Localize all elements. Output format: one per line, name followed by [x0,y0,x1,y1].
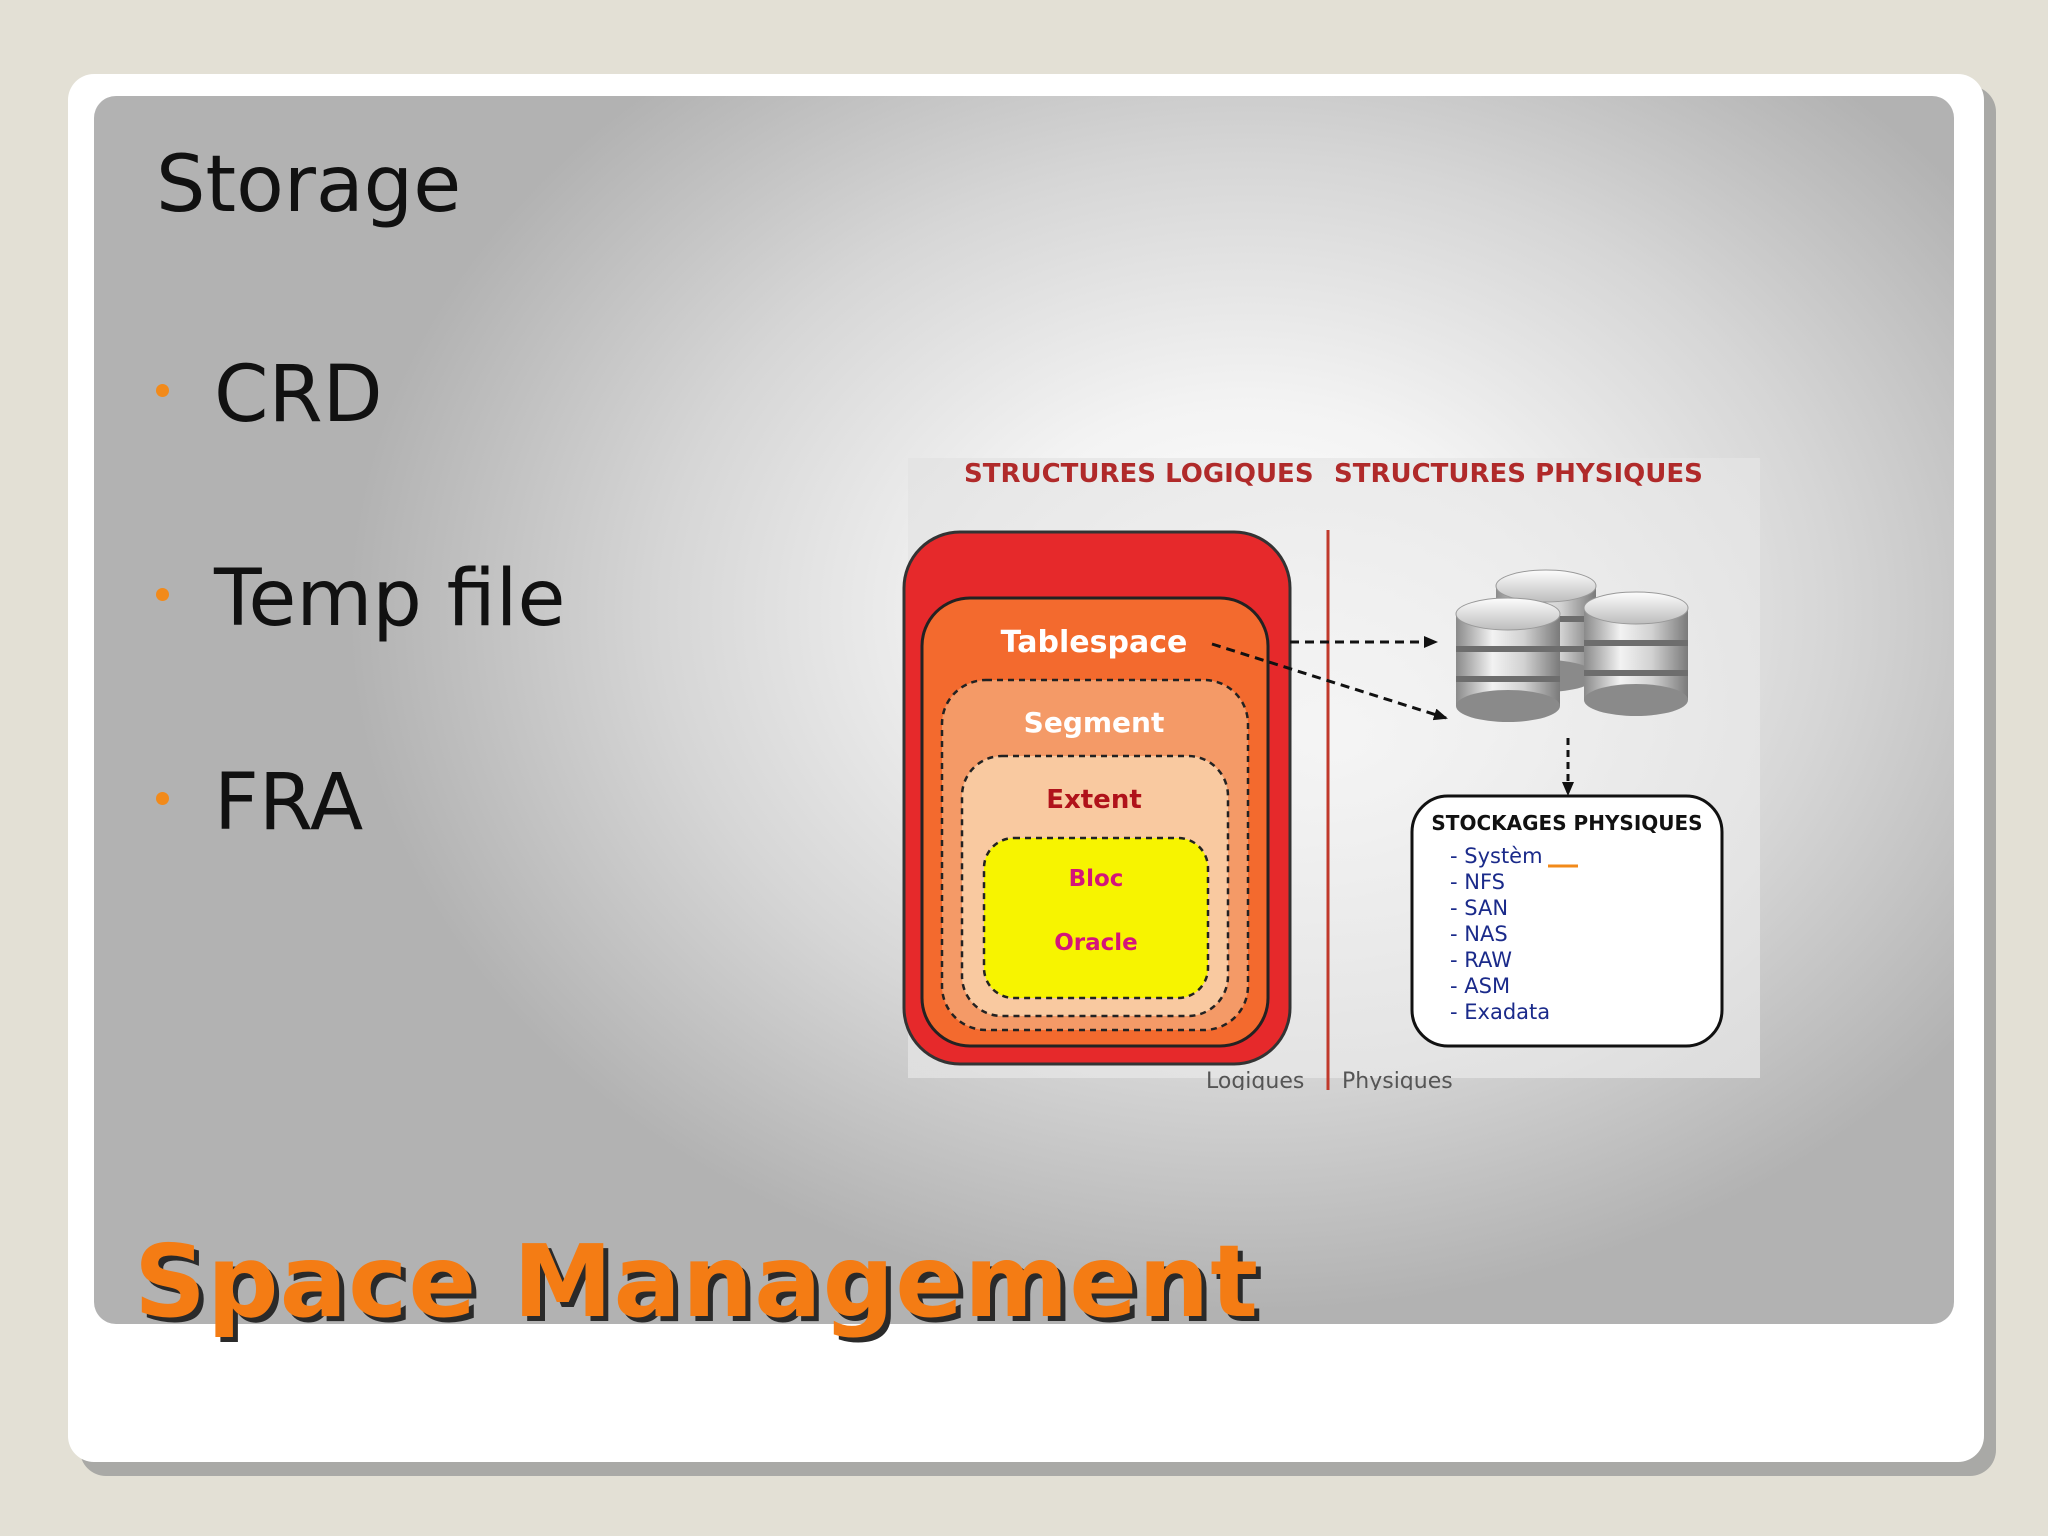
storage-box-title: STOCKAGES PHYSIQUES [1431,811,1702,835]
bullet-icon [156,792,169,805]
storage-structure-diagram: STRUCTURES LOGIQUES STRUCTURES PHYSIQUES… [900,458,1760,1090]
storage-item-nfs: - NFS [1450,870,1505,894]
slide-title: Space Management [134,1223,1260,1340]
bloc-box [982,836,1210,1000]
bullet-icon [156,384,169,397]
storage-item-nas: - NAS [1450,922,1508,946]
storage-item-system: - Systèm [1450,844,1543,868]
arrow-tablespace-to-files [1211,642,1448,721]
footer-physical-label: Physiques [1342,1069,1453,1090]
label-segment: Segment [1024,706,1165,739]
bullet-text: Temp file [214,554,566,644]
storage-box [1410,794,1724,1048]
bullet-icon [156,588,169,601]
storage-list: - Systèm - NFS - SAN - NAS - RAW - ASM -… [1450,844,1578,1024]
bullet-text: FRA [214,758,364,848]
label-extent: Extent [1046,785,1142,815]
slide-heading: Storage [156,140,462,230]
storage-item-asm: - ASM [1450,974,1510,998]
bullet-list: CRD Temp file FRA [156,356,565,968]
footer-logical-label: Logiques [1206,1069,1304,1090]
storage-item-raw: - RAW [1450,948,1512,972]
storage-item-san: - SAN [1450,896,1508,920]
label-oracle: Oracle [1054,930,1138,956]
bullet-text: CRD [214,350,383,440]
database-disks-icon [1455,569,1689,722]
storage-item-exadata: - Exadata [1450,1000,1550,1024]
header-physical-structures: STRUCTURES PHYSIQUES [1334,459,1703,489]
bullet-item-crd: CRD [156,356,565,560]
label-tablespace: Tablespace [1001,625,1188,660]
bullet-item-temp-file: Temp file [156,560,565,764]
header-logical-structures: STRUCTURES LOGIQUES [964,459,1314,489]
bullet-item-fra: FRA [156,764,565,968]
label-bloc: Bloc [1069,866,1124,892]
